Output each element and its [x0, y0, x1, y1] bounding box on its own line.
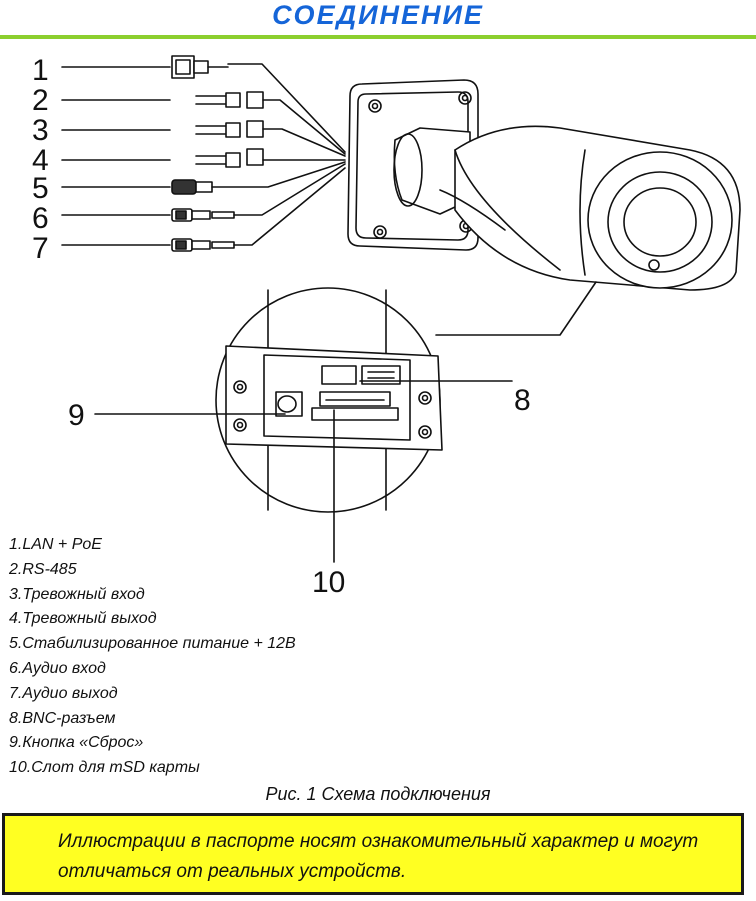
- notice-box: Иллюстрации в паспорте носят ознакомител…: [2, 813, 744, 895]
- legend-item: 1.LAN + PoE: [9, 536, 102, 553]
- legend-item: 8.BNC-разъем: [9, 709, 116, 727]
- callout-4: 4: [32, 144, 49, 177]
- alarm-output-connector: [61, 148, 346, 168]
- callout-7: 7: [32, 232, 49, 265]
- callout-10: 10: [312, 566, 345, 599]
- legend-item: 4.Тревожный выход: [9, 610, 157, 628]
- callout-8: 8: [514, 384, 531, 417]
- legend-item: 3.Тревожный вход: [9, 585, 145, 603]
- callout-6: 6: [32, 202, 49, 235]
- legend-item: 7.Аудио выход: [9, 684, 118, 702]
- page-title: СОЕДИНЕНИЕ: [272, 0, 484, 30]
- magnified-panel: [215, 287, 443, 513]
- rs485-connector: [61, 91, 346, 155]
- lan-connector: [61, 55, 346, 153]
- callout-2: 2: [32, 84, 49, 117]
- alarm-input-connector: [61, 120, 346, 157]
- legend-item: 5.Стабилизированное питание + 12В: [9, 635, 296, 653]
- legend-item: 6.Аудио вход: [9, 659, 106, 677]
- callout-9: 9: [68, 399, 85, 432]
- legend-item: 9.Кнопка «Сброс»: [9, 734, 144, 752]
- notice-line-2: отличаться от реальных устройств.: [58, 861, 407, 882]
- notice-line-1: Иллюстрации в паспорте носят ознакомител…: [58, 831, 699, 852]
- power-connector: [61, 161, 346, 195]
- connection-diagram: 1 2 3 4 5 6 7 8 9 10: [32, 54, 741, 599]
- callout-1: 1: [32, 54, 49, 87]
- legend-item: 2.RS-485: [9, 560, 77, 578]
- camera-illustration: [347, 79, 741, 291]
- audio-input-connector: [61, 163, 346, 222]
- notice-text: Иллюстрации в паспорте носят ознакомител…: [58, 827, 738, 887]
- figure-caption: Рис. 1 Схема подключения: [265, 784, 491, 804]
- legend-list: 1.LAN + PoE 2.RS-485 3.Тревожный вход 4.…: [9, 533, 296, 781]
- callout-3: 3: [32, 114, 49, 147]
- callout-5: 5: [32, 172, 49, 205]
- audio-output-connector: [61, 167, 346, 252]
- legend-item: 10.Слот для mSD карты: [9, 759, 200, 777]
- title-divider: [0, 35, 756, 39]
